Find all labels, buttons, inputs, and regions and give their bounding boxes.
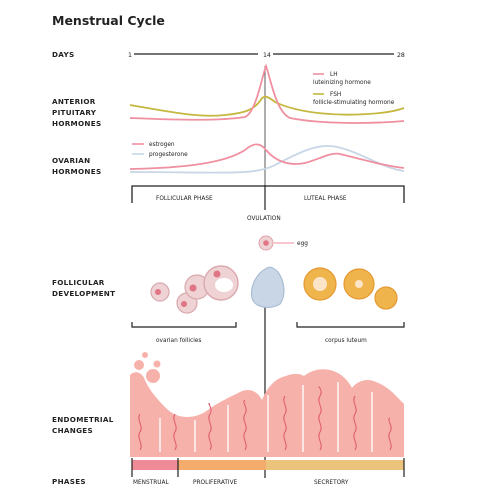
egg-label: egg bbox=[297, 241, 308, 247]
endometrium-base bbox=[130, 452, 404, 457]
follicle-large-oocyte bbox=[213, 270, 221, 278]
ovarian-row-label: OVARIAN HORMONES bbox=[52, 156, 101, 176]
fsh-legend-short: FSH bbox=[330, 92, 341, 98]
uterine-glands bbox=[159, 382, 373, 455]
shed-tissue-4 bbox=[142, 352, 148, 358]
estrogen-curve bbox=[129, 143, 405, 170]
corpus-luteum-sequence bbox=[303, 267, 398, 310]
follicular-phase-label: FOLLICULAR PHASE bbox=[156, 196, 213, 202]
follicle-small-1-oocyte bbox=[155, 289, 161, 295]
proliferative-label: PROLIFERATIVE bbox=[193, 480, 238, 486]
ovarian-follicles-bracket bbox=[131, 322, 237, 328]
endometrium-illustration bbox=[130, 352, 404, 457]
follicle-large-antrum bbox=[215, 278, 233, 292]
corpus-luteum-bracket bbox=[296, 322, 405, 328]
days-label: DAYS bbox=[52, 50, 74, 59]
follicle-medium-oocyte bbox=[189, 284, 197, 292]
lh-legend-short: LH bbox=[330, 72, 338, 78]
day-end-label: 28 bbox=[397, 52, 405, 59]
corpus-luteum-early-center bbox=[313, 277, 327, 291]
progesterone-curve bbox=[129, 145, 405, 174]
ovulation-label: OVULATION bbox=[247, 216, 281, 222]
spiral-artery-1 bbox=[138, 413, 142, 451]
lh-curve bbox=[129, 63, 405, 124]
day-mid-label: 14 bbox=[263, 52, 271, 59]
spiral-artery-3 bbox=[208, 403, 212, 451]
fsh-legend-long: follicle-stimulating hormone bbox=[313, 100, 395, 106]
menstrual-label: MENSTRUAL bbox=[133, 480, 169, 486]
corpus-luteum-label: corpus luteum bbox=[325, 338, 367, 344]
spiral-artery-5 bbox=[283, 395, 287, 451]
luteal-phase-label: LUTEAL PHASE bbox=[304, 196, 347, 202]
endometrial-row-label: ENDOMETRIAL CHANGES bbox=[52, 415, 116, 435]
menstrual-bar bbox=[132, 460, 178, 470]
shed-tissue-1 bbox=[134, 360, 144, 370]
follicle-small-2-oocyte bbox=[181, 301, 187, 307]
spiral-artery-2 bbox=[173, 413, 177, 451]
day-start-label: 1 bbox=[128, 52, 132, 59]
spiral-artery-6 bbox=[318, 386, 322, 451]
corpus-luteum-regressing bbox=[374, 286, 398, 310]
spiral-artery-8 bbox=[388, 417, 392, 451]
page-title: Menstrual Cycle bbox=[52, 13, 165, 28]
spiral-arteries bbox=[138, 386, 392, 451]
secretory-bar bbox=[266, 460, 404, 470]
lh-legend-long: luteinizing hormone bbox=[313, 80, 371, 86]
endometrium-tissue bbox=[130, 369, 404, 455]
pituitary-row-label: ANTERIOR PITUITARY HORMONES bbox=[52, 97, 101, 128]
secretory-label: SECRETORY bbox=[314, 480, 349, 486]
shed-tissue-2 bbox=[146, 369, 160, 383]
corpus-luteum-mature-center bbox=[355, 280, 363, 288]
estrogen-legend-label: estrogen bbox=[149, 142, 175, 148]
ruptured-follicle bbox=[250, 266, 285, 308]
phases-row-label: PHASES bbox=[52, 477, 86, 486]
spiral-artery-7 bbox=[353, 395, 357, 451]
phase-bracket bbox=[131, 185, 405, 203]
proliferative-bar bbox=[178, 460, 266, 470]
spiral-artery-4 bbox=[243, 399, 247, 451]
shed-tissue-3 bbox=[153, 360, 161, 368]
progesterone-legend-label: progesterone bbox=[149, 152, 188, 158]
ovarian-follicles-label: ovarian follicles bbox=[156, 338, 201, 344]
follicular-row-label: FOLLICULAR DEVELOPMENT bbox=[52, 278, 115, 298]
fsh-curve bbox=[129, 95, 405, 117]
ovarian-follicles bbox=[150, 265, 239, 314]
egg-nucleus bbox=[263, 240, 269, 246]
